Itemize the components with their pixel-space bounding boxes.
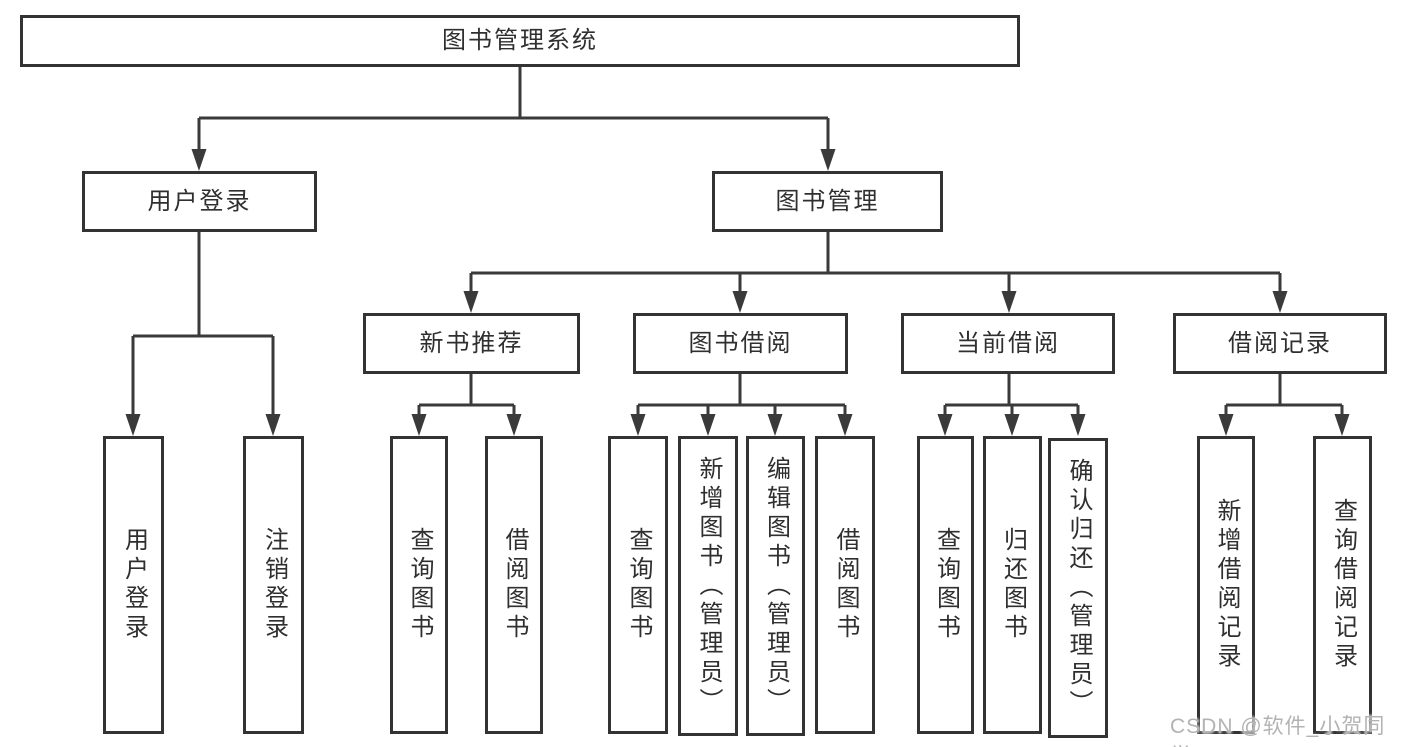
node-borrowing-records: 借阅记录	[1173, 313, 1387, 374]
leaf-current-confirm-return-admin: 确认归还（管理员）	[1048, 438, 1108, 738]
node-user-login: 用户登录	[82, 171, 317, 232]
leaf-borrowing-edit-book-admin: 编辑图书（管理员）	[746, 436, 805, 736]
leaf-recommend-borrow-book: 借阅图书	[485, 436, 543, 734]
leaf-recommend-query-book: 查询图书	[390, 436, 448, 734]
node-current-borrowing: 当前借阅	[901, 313, 1115, 374]
csdn-watermark: CSDN @软件_小贺同学	[1170, 715, 1386, 747]
leaf-borrowing-add-book-admin: 新增图书（管理员）	[678, 436, 738, 736]
leaf-borrowing-borrow-book: 借阅图书	[815, 436, 875, 734]
leaf-current-query-book: 查询图书	[917, 436, 974, 734]
leaf-current-return-book: 归还图书	[983, 436, 1042, 734]
node-new-book-recommend: 新书推荐	[363, 313, 580, 374]
leaf-borrowing-query-book: 查询图书	[608, 436, 668, 734]
leaf-records-query-record: 查询借阅记录	[1313, 436, 1372, 734]
leaf-user-login: 用户登录	[103, 436, 164, 734]
node-book-management: 图书管理	[712, 171, 943, 232]
node-root: 图书管理系统	[20, 15, 1020, 67]
leaf-logout: 注销登录	[243, 436, 304, 734]
node-book-borrowing: 图书借阅	[633, 313, 848, 374]
leaf-records-add-record: 新增借阅记录	[1197, 436, 1255, 734]
